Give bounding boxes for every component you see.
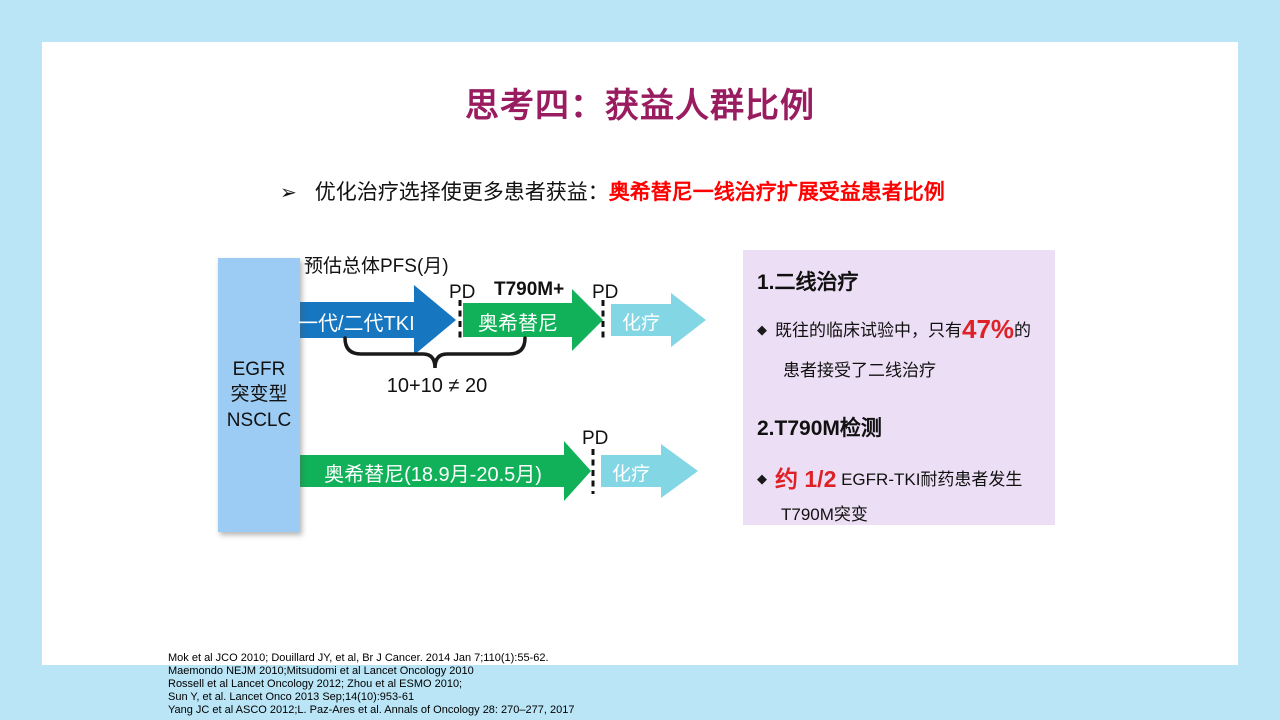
osimertinib-firstline-arrow-shape (300, 441, 591, 501)
section2-stat-highlight: 约 1/2 (775, 466, 837, 492)
reference-line: Rossell et al Lancet Oncology 2012; Zhou… (168, 677, 463, 690)
egfr-nsclc-box: EGFR 突变型 NSCLC (218, 258, 300, 532)
pfs-sum-label: 10+10 ≠ 20 (386, 375, 488, 397)
pd2-label: PD (592, 282, 619, 303)
reference-line: Maemondo NEJM 2010;Mitsudomi et al Lance… (168, 664, 474, 677)
reference-list: Mok et al JCO 2010; Douillard JY, et al,… (168, 652, 574, 717)
section1-text-after: 的 (1014, 321, 1032, 340)
treatment-flow-diagram (300, 285, 706, 501)
panel-section1-heading: 1.二线治疗 (757, 271, 859, 294)
key-message-highlight: 奥希替尼一线治疗扩展受益患者比例 (608, 181, 945, 204)
egfr-box-line2: 突变型 (230, 384, 288, 406)
chemo-arrow-shape (611, 293, 706, 347)
bracket-shape (343, 336, 527, 369)
key-message-line: ➢ 优化治疗选择使更多患者获益：奥希替尼一线治疗扩展受益患者比例 (280, 176, 945, 206)
chemo2-arrow-label: 化疗 (611, 464, 650, 485)
pd3-label: PD (582, 428, 609, 449)
osimertinib-arrow-shape (463, 289, 603, 351)
section1-stat-highlight: 47% (962, 314, 1015, 344)
diamond-bullet-icon: ◆ (757, 471, 767, 486)
panel-section1-bullet: ◆ 既往的临床试验中，只有47%的 (757, 314, 1031, 345)
pfs-estimate-label: 预估总体PFS(月) (304, 256, 449, 277)
summary-panel: 1.二线治疗 ◆ 既往的临床试验中，只有47%的 患者接受了二线治疗 2.T790… (743, 250, 1055, 525)
osimertinib-arrow-label: 奥希替尼 (478, 313, 558, 335)
panel-section1-line2: 患者接受了二线治疗 (783, 361, 936, 380)
section2-text-after: EGFR-TKI耐药患者发生 (836, 470, 1023, 489)
reference-line: Mok et al JCO 2010; Douillard JY, et al,… (168, 652, 549, 664)
slide-title: 思考四：获益人群比例 (465, 87, 815, 125)
diamond-bullet-icon: ◆ (757, 322, 767, 337)
chemo-arrow-label: 化疗 (621, 313, 660, 334)
osimertinib-firstline-arrow-label: 奥希替尼(18.9月-20.5月) (324, 464, 542, 486)
t790m-positive-label: T790M+ (494, 279, 565, 300)
panel-section2-bullet: ◆ 约 1/2 EGFR-TKI耐药患者发生 (757, 460, 1022, 494)
chemo2-arrow-shape (601, 444, 698, 498)
panel-section2-line2: T790M突变 (781, 505, 868, 524)
arrow-bullet-icon: ➢ (280, 182, 297, 204)
key-message-text: 优化治疗选择使更多患者获益： (314, 181, 609, 204)
section1-text-before: 既往的临床试验中，只有 (775, 321, 962, 340)
egfr-box-line3: NSCLC (226, 409, 292, 431)
pd1-label: PD (449, 282, 476, 303)
egfr-box-line1: EGFR (232, 359, 286, 381)
tki-arrow-label: 一代/二代TKI (298, 313, 415, 335)
presentation-slide: 思考四：获益人群比例 ➢ 优化治疗选择使更多患者获益：奥希替尼一线治疗扩展受益患者… (42, 42, 1238, 716)
reference-line: Yang JC et al ASCO 2012;L. Paz-Ares et a… (168, 703, 575, 716)
tki-arrow-shape (300, 285, 456, 355)
reference-line: Sun Y, et al. Lancet Onco 2013 Sep;14(10… (168, 690, 415, 703)
panel-section2-heading: 2.T790M检测 (757, 417, 882, 440)
